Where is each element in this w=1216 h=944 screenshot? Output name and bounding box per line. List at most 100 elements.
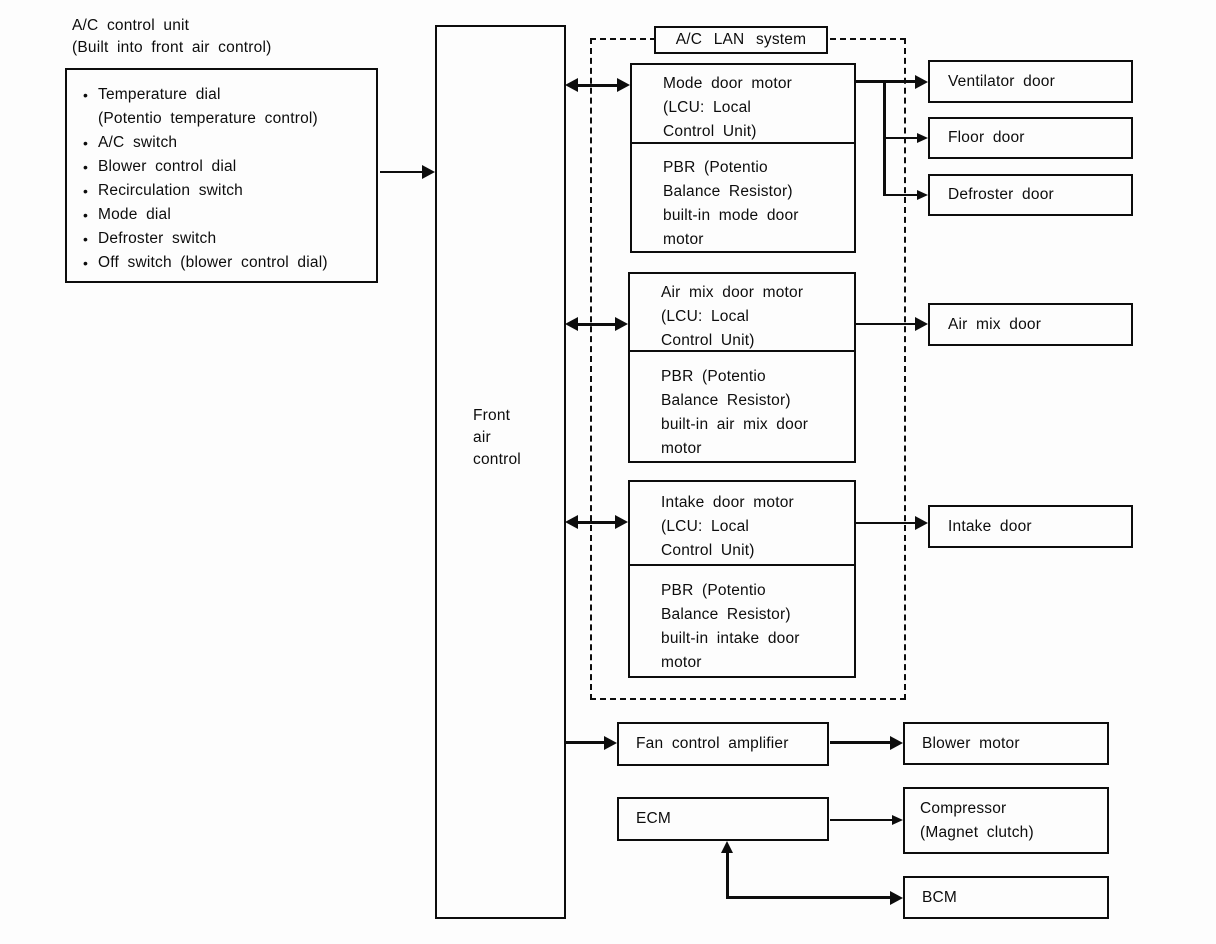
connector-airmixmotor-airmixdoor [856, 323, 916, 325]
connector-ecm-compressor [830, 819, 893, 821]
bcm-box: BCM [903, 876, 1109, 919]
pbr-line: motor [661, 654, 702, 671]
connector-ecm-bcm-vertical [726, 852, 729, 898]
compressor-line2: (Magnet clutch) [920, 824, 1034, 841]
feature-label: Blower control dial [98, 158, 237, 175]
feature-label: (Potentio temperature control) [98, 110, 318, 127]
pbr-line: motor [661, 440, 702, 457]
connector-frontair-fanamp [566, 741, 606, 744]
pbr-line: PBR (Potentio [661, 582, 766, 599]
arrowhead-left-icon [565, 317, 578, 331]
lcu-line: (LCU: Local [661, 308, 750, 325]
compressor-line1: Compressor [920, 800, 1007, 817]
bullet-icon: • [83, 87, 89, 103]
blower-motor-label: Blower motor [922, 734, 1020, 752]
bcm-label: BCM [922, 888, 958, 906]
intake-door-label: Intake door [948, 517, 1032, 535]
control-unit-feature-list: • Temperature dial (Potentio temperature… [83, 83, 328, 275]
front-air-control-box: Front air control [435, 25, 566, 919]
bullet-icon: • [83, 183, 89, 199]
air-mix-door-motor-group: Air mix door motor (LCU: Local Control U… [628, 272, 856, 463]
pbr-line: PBR (Potentio [661, 368, 766, 385]
feature-temperature-dial: • Temperature dial [83, 83, 328, 107]
connector-frontair-modemotor [577, 84, 618, 87]
air-mix-door-motor-lcu: Air mix door motor (LCU: Local Control U… [661, 281, 803, 353]
intake-door-motor-pbr: PBR (Potentio Balance Resistor) built-in… [661, 579, 800, 675]
front-air-control-line2: air [473, 429, 491, 446]
defroster-door-box: Defroster door [928, 174, 1133, 216]
ac-lan-system-label-box: A/C LAN system [654, 26, 828, 54]
fan-control-amplifier-box: Fan control amplifier [617, 722, 829, 766]
feature-recirculation-switch: • Recirculation switch [83, 179, 328, 203]
pbr-line: PBR (Potentio [663, 159, 768, 176]
feature-off-switch: • Off switch (blower control dial) [83, 251, 328, 275]
air-mix-door-box: Air mix door [928, 303, 1133, 346]
defroster-door-label: Defroster door [948, 186, 1054, 203]
arrowhead-right-icon [915, 317, 928, 331]
feature-ac-switch: • A/C switch [83, 131, 328, 155]
pbr-line: Balance Resistor) [661, 606, 791, 623]
control-unit-heading-line1: A/C control unit [72, 17, 190, 34]
bullet-icon: • [83, 135, 89, 151]
ventilator-door-box: Ventilator door [928, 60, 1133, 103]
connector-modemotor-ventilator [856, 80, 916, 83]
feature-mode-dial: • Mode dial [83, 203, 328, 227]
feature-label: A/C switch [98, 134, 178, 151]
mode-door-motor-group: Mode door motor (LCU: Local Control Unit… [630, 63, 856, 253]
arrowhead-right-icon [422, 165, 435, 179]
bullet-icon: • [83, 159, 89, 175]
connector-fanout-floor [884, 137, 918, 139]
lcu-line: (LCU: Local [661, 518, 750, 535]
arrowhead-right-icon [615, 317, 628, 331]
feature-label: Defroster switch [98, 230, 217, 247]
pbr-line: built-in mode door [663, 207, 799, 224]
control-unit-heading-line2: (Built into front air control) [72, 39, 272, 56]
pbr-line: motor [663, 231, 704, 248]
feature-label: Temperature dial [98, 86, 221, 103]
arrowhead-right-icon [617, 78, 630, 92]
feature-potentio-note: (Potentio temperature control) [83, 107, 328, 131]
air-mix-door-motor-pbr: PBR (Potentio Balance Resistor) built-in… [661, 365, 808, 461]
pbr-line: built-in intake door [661, 630, 800, 647]
compressor-box: Compressor (Magnet clutch) [903, 787, 1109, 854]
arrowhead-right-icon [917, 133, 928, 143]
arrowhead-right-icon [890, 891, 903, 905]
connector-fanamp-blower [830, 741, 892, 744]
arrowhead-up-icon [721, 841, 733, 853]
front-air-control-line1: Front [473, 407, 511, 424]
air-mix-door-label: Air mix door [948, 315, 1042, 333]
group-divider [632, 142, 854, 144]
lcu-line: Control Unit) [661, 332, 755, 349]
feature-defroster-switch: • Defroster switch [83, 227, 328, 251]
arrowhead-right-icon [890, 736, 903, 750]
pbr-line: built-in air mix door [661, 416, 809, 433]
front-air-control-label: Front air control [473, 405, 521, 471]
lcu-line: Control Unit) [661, 542, 755, 559]
arrowhead-right-icon [915, 75, 928, 89]
feature-blower-control-dial: • Blower control dial [83, 155, 328, 179]
group-divider [630, 564, 854, 566]
connector-ecm-bcm-horizontal [726, 896, 892, 899]
pbr-line: Balance Resistor) [661, 392, 791, 409]
ventilator-door-label: Ventilator door [948, 72, 1055, 90]
arrowhead-left-icon [565, 78, 578, 92]
blower-motor-box: Blower motor [903, 722, 1109, 765]
mode-door-motor-pbr: PBR (Potentio Balance Resistor) built-in… [663, 156, 799, 252]
feature-label: Mode dial [98, 206, 172, 223]
lcu-line: (LCU: Local [663, 99, 752, 116]
connector-frontair-intakemotor [577, 521, 616, 524]
intake-door-motor-lcu: Intake door motor (LCU: Local Control Un… [661, 491, 794, 563]
feature-label: Recirculation switch [98, 182, 243, 199]
connector-fanout-defroster [884, 194, 918, 196]
arrowhead-right-icon [915, 516, 928, 530]
lcu-line: Mode door motor [663, 75, 793, 92]
ecm-label: ECM [636, 810, 672, 827]
bullet-icon: • [83, 255, 89, 271]
ac-lan-system-label: A/C LAN system [675, 31, 807, 48]
compressor-label: Compressor (Magnet clutch) [920, 797, 1034, 845]
arrowhead-right-icon [604, 736, 617, 750]
arrowhead-right-icon [892, 815, 903, 825]
ecm-box: ECM [617, 797, 829, 841]
arrowhead-right-icon [917, 190, 928, 200]
